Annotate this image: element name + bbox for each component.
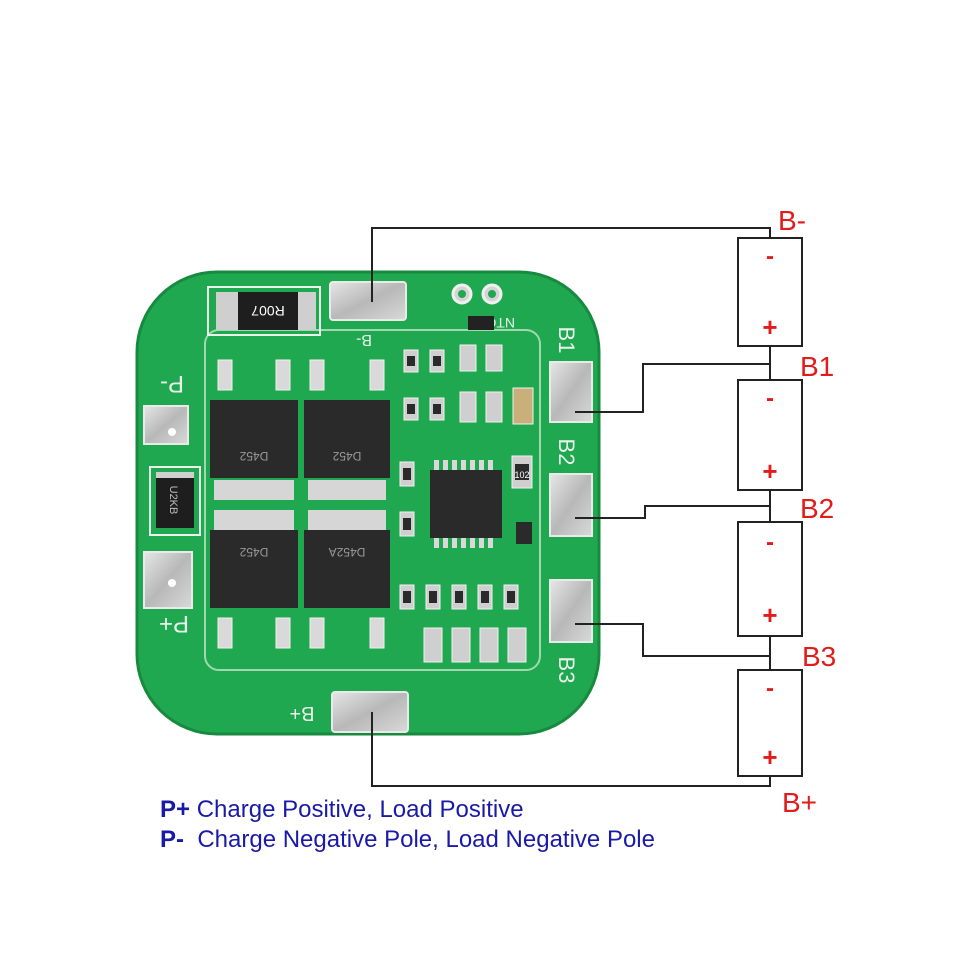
smd-dark-bodies (403, 356, 532, 603)
ntc-resistor (468, 316, 494, 330)
cell-3-negative: - (766, 529, 774, 556)
p-minus-via (168, 428, 176, 436)
b-plus-pad (331, 691, 409, 733)
cell-1: - + (737, 237, 803, 347)
wire-b-minus (371, 227, 771, 302)
shunt-resistor-end-left (216, 292, 238, 330)
label-b3: B3 (802, 641, 836, 672)
legend-key-p-minus: P- (160, 826, 184, 853)
terminal-labels: B- B1 B2 B3 B+ (778, 205, 836, 818)
svg-text:D452: D452 (239, 449, 268, 463)
p-plus-via (168, 579, 176, 587)
legend-line-p-minus: P- Charge Negative Pole, Load Negative P… (160, 826, 655, 854)
ntc-hole-2-center (488, 290, 496, 298)
b2-pad (549, 473, 593, 537)
legend-line-p-plus: P+ Charge Positive, Load Positive (160, 796, 524, 824)
p-minus-pad (143, 405, 189, 445)
pcb-board: B- NTC R007 P- U2KB P+ D4 (135, 270, 601, 736)
label-b1: B1 (800, 351, 834, 382)
svg-text:D452: D452 (332, 449, 361, 463)
wire-b2 (575, 490, 771, 522)
shunt-resistor-end-right (298, 292, 316, 330)
silk-b3: B3 (554, 657, 579, 684)
wire-b3 (575, 623, 771, 670)
silk-b-minus: B- (356, 331, 372, 348)
cell-4: - + (737, 669, 803, 777)
protection-ic (430, 460, 502, 548)
label-b2: B2 (800, 493, 834, 524)
cell-2-negative: - (766, 385, 774, 412)
cell-2-positive: + (762, 456, 777, 486)
cell-3-positive: + (762, 600, 777, 630)
legend-key-p-plus: P+ (160, 796, 191, 823)
wiring (371, 227, 771, 787)
silk-b-plus: B+ (289, 702, 314, 724)
diode-body (156, 472, 194, 528)
mosfet-bottom-right: D452A (304, 510, 390, 649)
mosfet-bottom-left: D452 (210, 510, 298, 649)
wire-b1 (575, 346, 771, 413)
b-minus-pad (329, 281, 407, 321)
ntc-hole-1-center (458, 290, 466, 298)
label-b-minus: B- (778, 205, 806, 236)
diode-label: U2KB (167, 486, 179, 515)
capacitor (512, 387, 534, 425)
silk-b1: B1 (554, 327, 579, 354)
pcb-inner-outline (204, 329, 541, 671)
shunt-resistor-body (238, 292, 298, 330)
silk-p-minus: P- (160, 370, 184, 397)
svg-text:D452A: D452A (329, 545, 366, 559)
silk-b2: B2 (554, 439, 579, 466)
svg-text:D452: D452 (239, 545, 268, 559)
p-plus-pad (143, 551, 193, 609)
mosfet-top-left: D452 (210, 359, 298, 500)
mosfet-top-right: D452 (304, 359, 390, 500)
cap-label: 102 (514, 470, 529, 480)
shunt-resistor (207, 286, 321, 336)
cell-1-positive: + (762, 312, 777, 342)
wire-b-plus (371, 712, 771, 787)
pcb-substrate (135, 270, 601, 736)
cell-3: - + (737, 521, 803, 637)
shunt-label: R007 (251, 303, 285, 319)
diode-band (156, 472, 194, 478)
b3-pad (549, 579, 593, 643)
label-b-plus: B+ (782, 787, 817, 818)
battery-cells: - + - + - + - + (737, 237, 803, 777)
diode (149, 466, 201, 536)
silk-p-plus: P+ (159, 610, 189, 637)
legend-text-p-minus: Charge Negative Pole, Load Negative Pole (197, 826, 655, 853)
cell-4-negative: - (766, 675, 774, 702)
legend-text-p-plus: Charge Positive, Load Positive (196, 796, 524, 823)
cell-2: - + (737, 379, 803, 491)
cell-1-negative: - (766, 243, 774, 270)
cell-4-positive: + (762, 742, 777, 772)
